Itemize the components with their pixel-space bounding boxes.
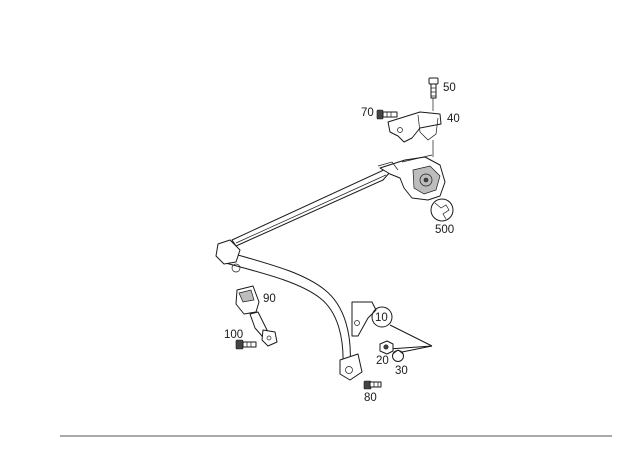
label-40: 40: [447, 113, 460, 125]
label-100: 100: [224, 329, 243, 341]
nut-20: [379, 340, 394, 355]
screw-70: [376, 109, 398, 120]
buckle-tongue: [235, 285, 278, 347]
bolt-100: [235, 339, 257, 350]
callout-10: [371, 306, 433, 353]
bolt-80: [363, 380, 382, 390]
label-30: 30: [395, 365, 408, 377]
tool-symbol: [430, 198, 454, 222]
mounting-bracket: [387, 111, 442, 143]
label-20: 20: [376, 355, 389, 367]
label-70: 70: [361, 107, 374, 119]
label-90: 90: [263, 293, 276, 305]
belt-webbing-upper: [231, 167, 392, 247]
retractor-assembly: [377, 154, 446, 201]
belt-lower-strap: [215, 239, 377, 381]
label-10: 10: [375, 312, 388, 324]
label-80: 80: [364, 392, 377, 404]
cap-30: [392, 349, 404, 362]
label-500: 500: [435, 224, 454, 236]
label-50: 50: [443, 82, 456, 94]
bolt-50: [428, 77, 439, 99]
